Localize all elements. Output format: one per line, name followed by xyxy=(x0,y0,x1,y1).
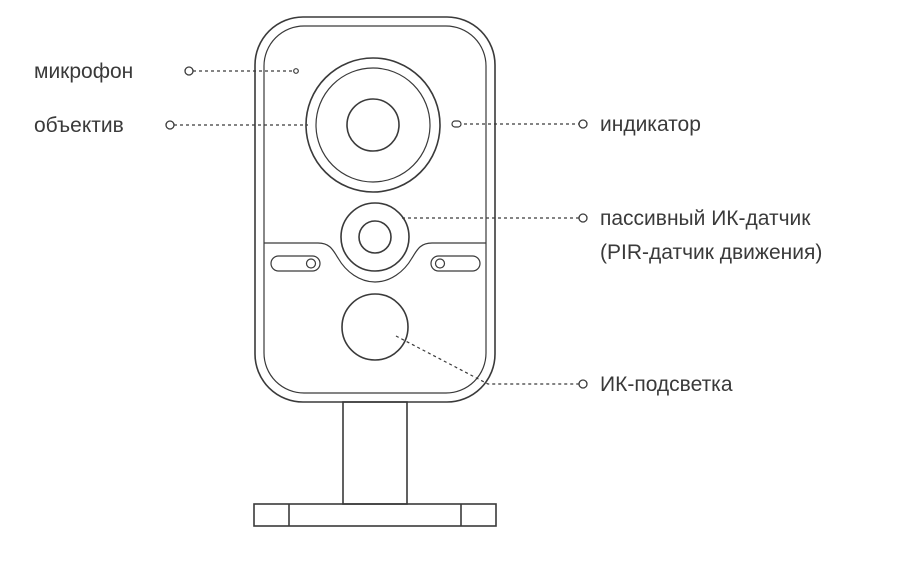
microphone-hole xyxy=(293,68,299,74)
camera-body-outer xyxy=(254,16,496,403)
indicator-leader-dot xyxy=(578,119,588,129)
indicator-label: индикатор xyxy=(600,113,701,136)
microphone-leader-dot xyxy=(184,66,194,76)
pir-sensor-ring xyxy=(340,202,410,272)
microphone-label: микрофон xyxy=(34,60,134,83)
pir-label-line2: (PIR-датчик движения) xyxy=(600,241,823,264)
pir-label-line1: пассивный ИК-датчик xyxy=(600,207,811,230)
pir-leader-dot xyxy=(578,213,588,223)
left-slot-dot xyxy=(305,258,317,269)
ir-leader xyxy=(395,335,579,385)
right-slot-dot xyxy=(434,258,446,269)
indicator-led xyxy=(451,120,462,128)
lens-middle-ring xyxy=(315,67,431,183)
ir-illuminator xyxy=(341,293,409,361)
right-slot xyxy=(430,255,481,272)
stand-base xyxy=(253,503,497,527)
lens-outer-ring xyxy=(305,57,441,193)
left-slot xyxy=(270,255,321,272)
stand-neck xyxy=(342,401,408,505)
face-divider xyxy=(264,242,486,283)
lens-glass xyxy=(346,98,400,152)
pir-sensor-lens xyxy=(358,220,392,254)
ir-light-label: ИК-подсветка xyxy=(600,373,733,396)
ir-leader-dot xyxy=(578,379,588,389)
lens-label: объектив xyxy=(34,114,124,137)
lens-leader-dot xyxy=(165,120,175,130)
camera-body-inner xyxy=(263,25,487,394)
